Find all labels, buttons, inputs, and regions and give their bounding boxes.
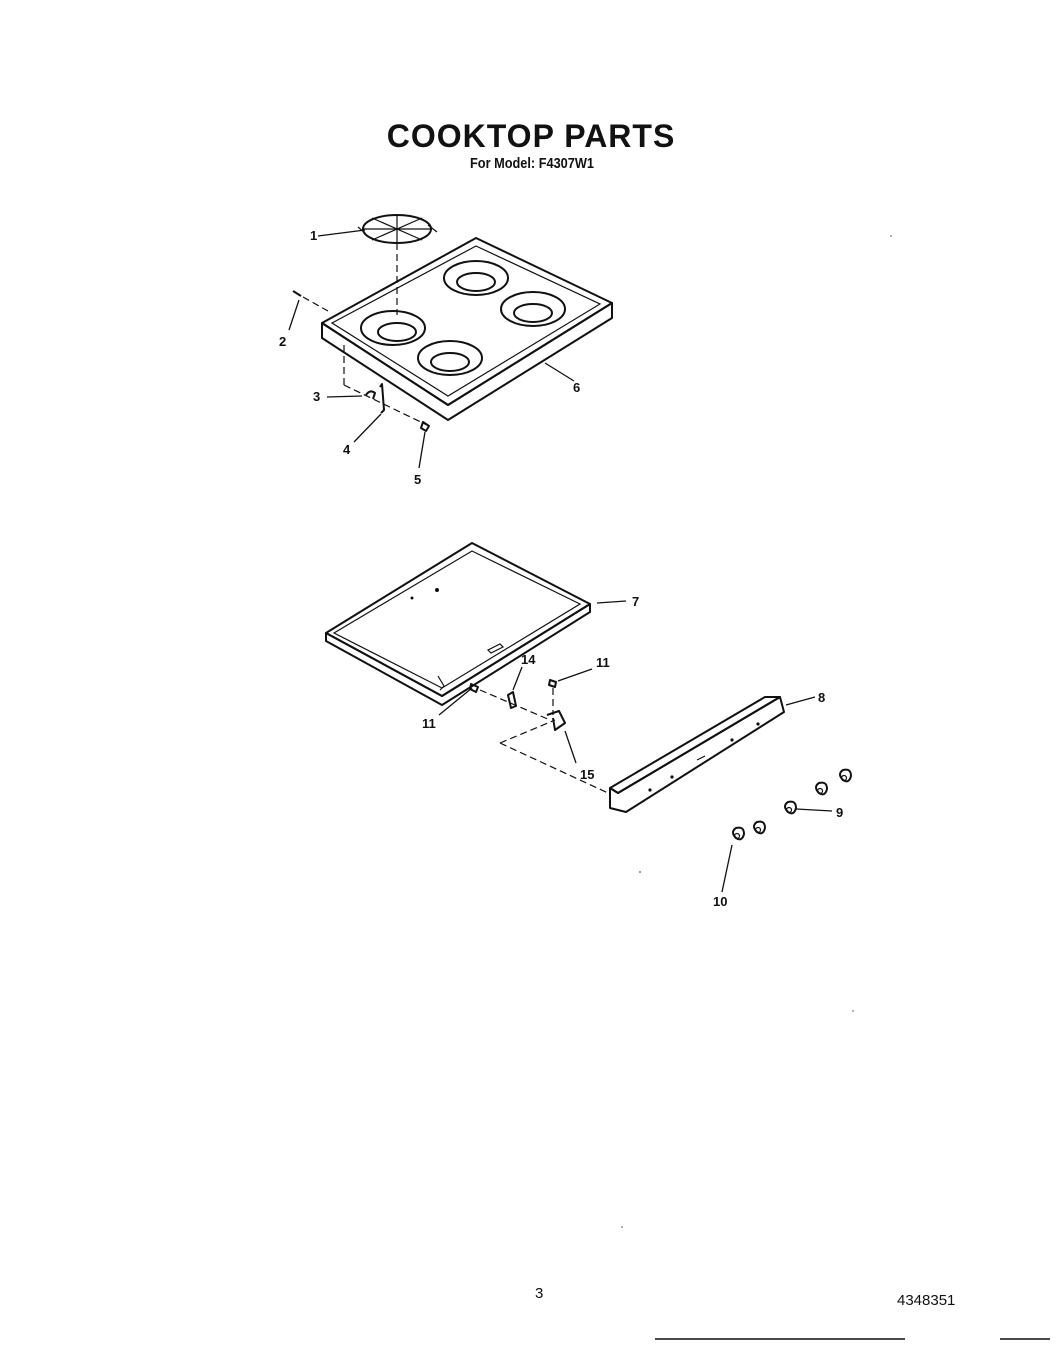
burner-well-icon — [417, 340, 483, 376]
callout-11-top: 11 — [596, 655, 610, 670]
burner-well-icon — [500, 291, 566, 327]
screw-icon — [469, 683, 479, 693]
callout-11-left: 11 — [422, 716, 436, 731]
callout-3: 3 — [313, 389, 320, 404]
callout-5: 5 — [414, 472, 421, 487]
screw-icon — [292, 290, 302, 297]
document-number: 4348351 — [897, 1292, 956, 1309]
page-title: COOKTOP PARTS — [386, 118, 676, 154]
control-manifold-panel — [609, 696, 785, 813]
bracket-icon — [546, 710, 566, 731]
callout-8: 8 — [818, 690, 825, 705]
callout-2: 2 — [279, 334, 286, 349]
cooktop-base-pan — [325, 542, 591, 706]
callout-4: 4 — [343, 442, 351, 457]
burner-well-icon — [443, 260, 509, 296]
screw-icon — [548, 679, 557, 688]
burner-knob-icon — [815, 781, 828, 796]
callout-1: 1 — [310, 228, 317, 243]
burner-knob-icon — [839, 768, 852, 783]
grate-icon — [357, 214, 438, 244]
burner-knob-icon — [784, 800, 797, 815]
cooktop-panel — [321, 237, 613, 421]
page-number: 3 — [535, 1285, 544, 1302]
bracket-icon — [379, 383, 385, 414]
burner-knob-icon — [732, 826, 745, 841]
callout-6: 6 — [573, 380, 580, 395]
callout-10: 10 — [713, 894, 727, 909]
clip-icon — [365, 390, 376, 400]
spring-clip-icon — [507, 691, 517, 709]
burner-knob-icon — [753, 820, 766, 835]
callout-15: 15 — [580, 767, 594, 782]
callout-9: 9 — [836, 805, 843, 820]
model-subtitle: For Model: F4307W1 — [470, 155, 594, 172]
screw-icon — [420, 421, 430, 432]
callout-14: 14 — [521, 652, 536, 667]
burner-well-icon — [360, 310, 426, 346]
callout-7: 7 — [632, 594, 639, 609]
